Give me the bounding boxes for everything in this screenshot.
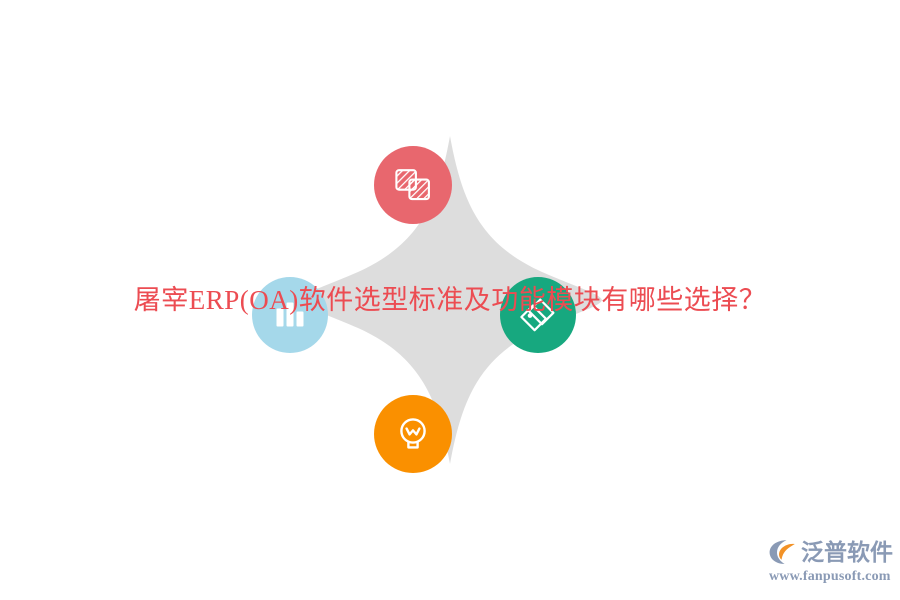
bar-chart-icon [272,297,308,333]
lightbulb-icon [393,414,433,454]
diagram-node-bottom[interactable] [374,395,452,473]
brand-url: www.fanpusoft.com [769,569,891,584]
fanpu-swoosh-icon [768,538,798,566]
diagram-node-top[interactable] [374,146,452,224]
brand-logo[interactable]: 泛普软件 www.fanpusoft.com [768,536,893,588]
diagram-node-right[interactable] [500,277,576,353]
brand-name: 泛普软件 [801,539,893,565]
diagram-node-left[interactable] [252,277,328,353]
tags-icon [518,295,558,335]
page-title: 屠宰ERP(OA)软件选型标准及功能模块有哪些选择？ [133,285,767,315]
brand-logo-row: 泛普软件 [768,536,893,568]
layers-icon [393,165,433,205]
center-star-shape [294,132,606,468]
